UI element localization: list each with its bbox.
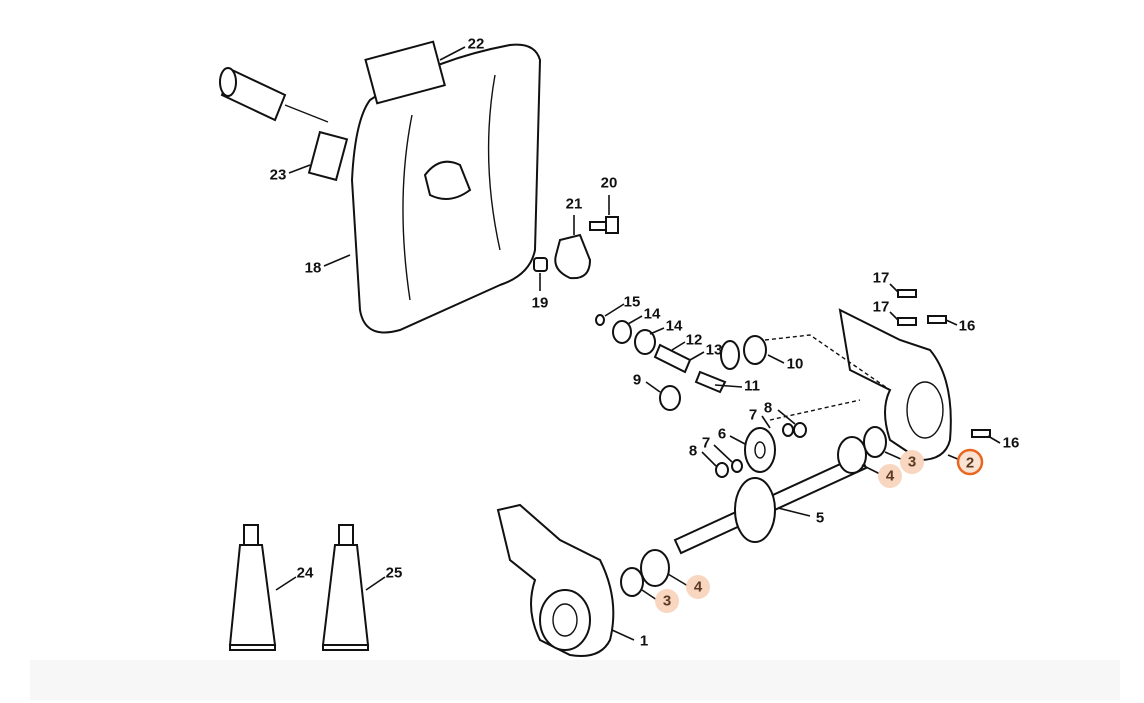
callout-highlight — [878, 464, 902, 488]
part-housing-1[interactable] — [496, 503, 615, 657]
part-label-22[interactable] — [364, 40, 446, 105]
callout-selected[interactable]: 2 — [956, 448, 984, 476]
part-gear-11[interactable] — [720, 340, 740, 370]
part-screw-20[interactable] — [589, 216, 619, 234]
callout[interactable]: 9 — [633, 372, 641, 389]
part-bearing-4-bottom[interactable] — [640, 549, 670, 587]
callout[interactable]: 19 — [532, 295, 549, 312]
part-screw-16b[interactable] — [971, 429, 991, 438]
callout[interactable]: 4 — [694, 579, 703, 596]
part-deflector-18[interactable] — [350, 43, 542, 334]
part-housing-2[interactable] — [838, 308, 952, 462]
callout[interactable]: 14 — [644, 306, 661, 323]
part-circlip-15[interactable] — [595, 314, 605, 326]
part-nut-19[interactable] — [533, 257, 548, 272]
callout[interactable]: 25 — [386, 565, 403, 582]
part-pin-7b[interactable] — [731, 459, 743, 473]
part-gear-6[interactable] — [744, 427, 776, 473]
callout[interactable]: 11 — [744, 378, 760, 395]
callout[interactable]: 4 — [886, 468, 895, 485]
part-bearings-14[interactable] — [612, 320, 656, 355]
callout[interactable]: 7 — [702, 435, 710, 452]
callout[interactable]: 13 — [706, 342, 723, 359]
callout[interactable]: 7 — [749, 407, 757, 424]
callout[interactable]: 16 — [959, 318, 976, 335]
callout-highlight — [655, 589, 679, 613]
part-shaft-5[interactable] — [673, 453, 868, 555]
part-bearing-9[interactable] — [659, 385, 681, 411]
part-screws-17[interactable] — [897, 289, 917, 326]
leader-lines — [275, 46, 1001, 641]
part-bearing-10[interactable] — [743, 335, 767, 365]
callout[interactable]: 8 — [764, 400, 772, 417]
callout[interactable]: 2 — [966, 455, 974, 472]
callout-labels: 22 23 20 21 18 19 15 14 14 12 13 11 10 9… — [270, 36, 1020, 650]
callout[interactable]: 17 — [873, 299, 890, 316]
part-bush-8b[interactable] — [715, 462, 729, 478]
callout[interactable]: 6 — [718, 426, 726, 443]
callout[interactable]: 12 — [686, 332, 703, 349]
callout-highlight — [900, 450, 924, 474]
part-label-23[interactable] — [307, 130, 349, 182]
part-grease-tube-25[interactable] — [321, 524, 370, 651]
part-screw-16a[interactable] — [927, 315, 947, 324]
callout[interactable]: 22 — [468, 36, 485, 53]
part-pinion-12[interactable] — [653, 343, 692, 374]
part-grease-tube-24[interactable] — [228, 524, 277, 651]
callout[interactable]: 3 — [663, 593, 671, 610]
part-bush-8a[interactable] — [793, 422, 807, 438]
part-clamp-21[interactable] — [554, 233, 592, 280]
callout[interactable]: 20 — [601, 175, 618, 192]
callout-highlight — [686, 575, 710, 599]
footer-shade — [30, 660, 1120, 700]
callout[interactable]: 24 — [297, 565, 314, 582]
part-seal-3-bottom[interactable] — [620, 567, 644, 597]
callout[interactable]: 5 — [816, 510, 824, 527]
callout[interactable]: 17 — [873, 270, 890, 287]
callout[interactable]: 23 — [270, 167, 287, 184]
part-seal-3-top[interactable] — [863, 426, 887, 458]
part-shaft-11[interactable] — [694, 370, 727, 394]
callout[interactable]: 15 — [624, 294, 641, 311]
part-bearing-4-top[interactable] — [837, 436, 867, 474]
callout[interactable]: 8 — [689, 443, 697, 460]
callout[interactable]: 18 — [305, 260, 322, 277]
callout[interactable]: 10 — [787, 356, 804, 373]
callout[interactable]: 16 — [1003, 435, 1020, 452]
part-pin-7a[interactable] — [782, 423, 794, 437]
callout[interactable]: 14 — [666, 318, 683, 335]
callout[interactable]: 1 — [640, 633, 648, 650]
callout[interactable]: 21 — [566, 196, 583, 213]
part-shaft-tube[interactable] — [219, 67, 329, 123]
callout[interactable]: 3 — [908, 454, 916, 471]
